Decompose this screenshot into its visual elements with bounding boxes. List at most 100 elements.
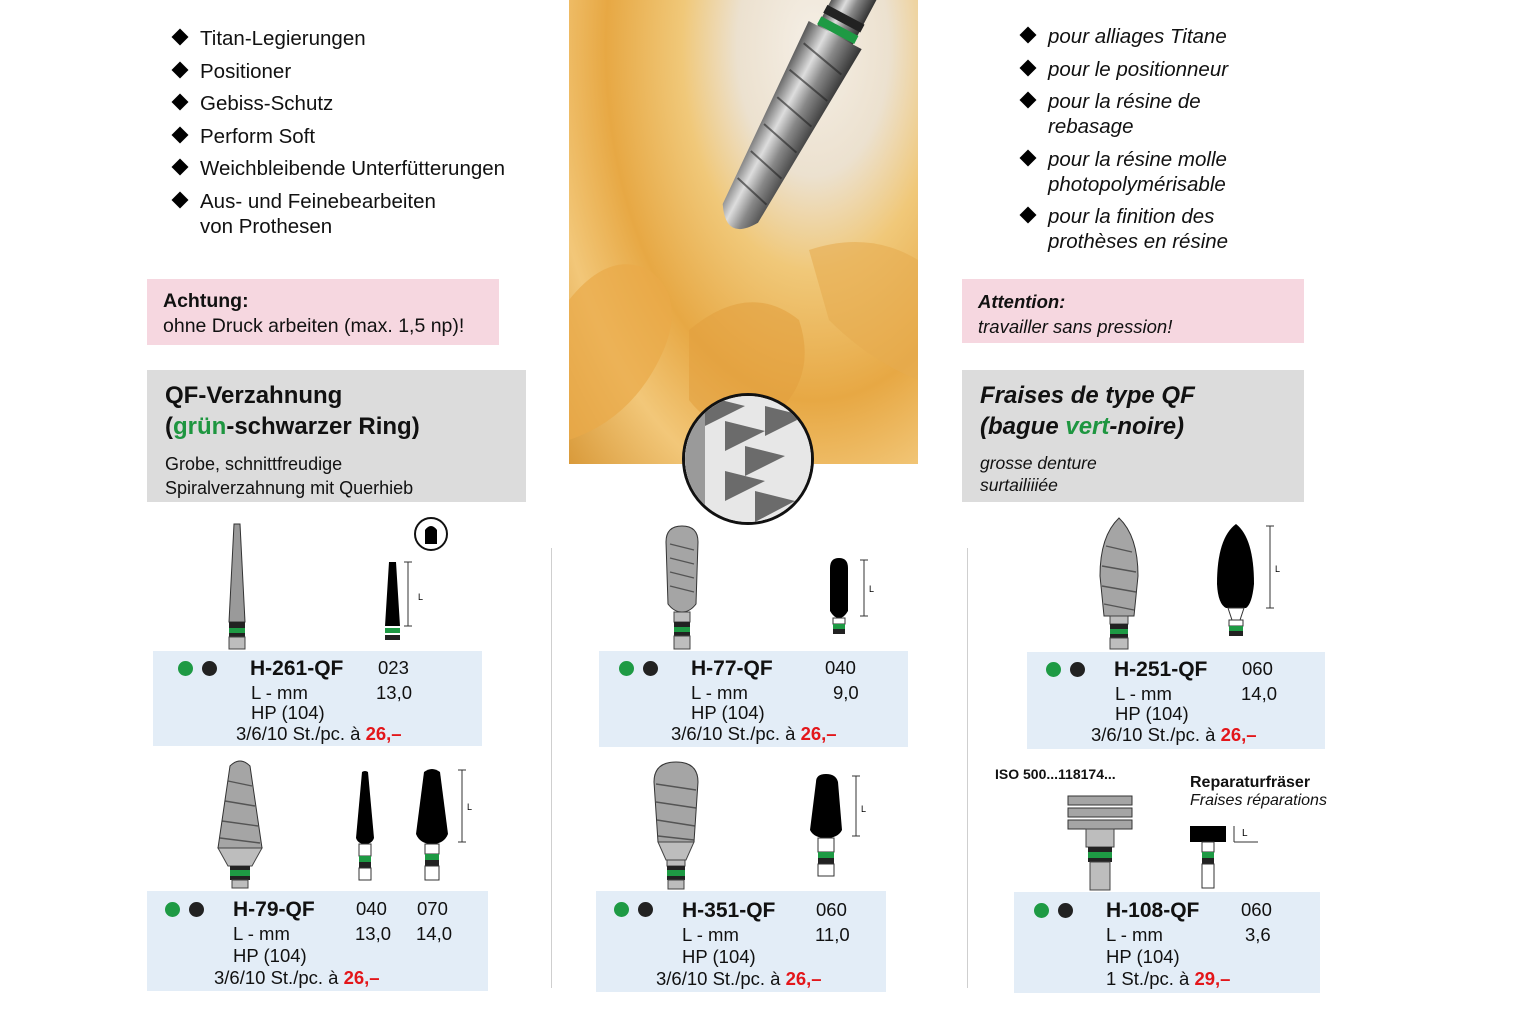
product-length: 14,0 bbox=[416, 923, 453, 944]
green-ring-dot-icon bbox=[178, 661, 193, 676]
green-ring-dot-icon bbox=[165, 902, 180, 917]
warning-title: Attention: bbox=[978, 291, 1066, 312]
feature-list-fr: pour alliages Titane pour le positionneu… bbox=[1019, 24, 1260, 262]
product-length: 13,0 bbox=[376, 682, 413, 703]
diamond-bullet-icon bbox=[171, 61, 189, 78]
pack-info: 1 St./pc. à 29,– bbox=[1106, 968, 1231, 989]
section-title-ring: (bague vert-noire) bbox=[980, 413, 1185, 440]
price: 26,– bbox=[365, 723, 402, 744]
feature-item: pour alliages Titane bbox=[1019, 24, 1260, 49]
diamond-bullet-icon bbox=[171, 93, 189, 111]
product-length: 14,0 bbox=[1241, 683, 1278, 704]
feature-item: pour la résine molle photopolymérisable bbox=[1019, 147, 1273, 197]
bur-silhouette-h251: L bbox=[1217, 524, 1280, 636]
black-ring-dot-icon bbox=[1070, 662, 1085, 677]
bur-illustration-h108 bbox=[1067, 795, 1133, 891]
section-title: QF-Verzahnung bbox=[165, 382, 343, 409]
product-length: 9,0 bbox=[833, 682, 859, 703]
bur-silhouette-h77: L bbox=[830, 558, 874, 634]
pack-info: 3/6/10 St./pc. à 26,– bbox=[656, 968, 822, 989]
shank-type: HP (104) bbox=[682, 946, 756, 967]
section-title: Fraises de type QF bbox=[980, 382, 1195, 409]
diamond-bullet-icon bbox=[1019, 91, 1037, 109]
price: 26,– bbox=[343, 967, 380, 988]
bur-illustration-h251 bbox=[1099, 517, 1139, 650]
bur-illustration-h79 bbox=[217, 760, 263, 889]
bur-illustration-h351 bbox=[653, 761, 699, 890]
product-size: 060 bbox=[1242, 658, 1273, 679]
diamond-bullet-icon bbox=[171, 158, 189, 176]
black-ring-dot-icon bbox=[189, 902, 204, 917]
green-ring-dot-icon bbox=[1046, 662, 1061, 677]
column-divider bbox=[967, 548, 968, 988]
black-ring-dot-icon bbox=[202, 661, 217, 676]
black-ring-dot-icon bbox=[1058, 903, 1073, 918]
product-card-h251: H-251-QF 060 L - mm 14,0 HP (104) 3/6/10… bbox=[1027, 652, 1325, 749]
price: 26,– bbox=[785, 968, 822, 989]
length-label: L - mm bbox=[691, 682, 748, 703]
product-photo bbox=[569, 0, 918, 464]
length-dimension-label: L bbox=[467, 802, 472, 812]
shank-type: HP (104) bbox=[1115, 703, 1189, 724]
product-size: 060 bbox=[1241, 899, 1272, 920]
black-ring-dot-icon bbox=[638, 902, 653, 917]
product-code: H-77-QF bbox=[691, 657, 773, 680]
warning-box-fr: Attention: travailler sans pression! bbox=[962, 279, 1304, 343]
product-length: 3,6 bbox=[1245, 924, 1271, 945]
feature-item: pour la résine de rebasage bbox=[1019, 89, 1238, 139]
product-card-h261: H-261-QF 023 L - mm 13,0 HP (104) 3/6/10… bbox=[153, 651, 482, 746]
green-ring-dot-icon bbox=[1034, 903, 1049, 918]
shank-type: HP (104) bbox=[251, 702, 325, 723]
product-code: H-351-QF bbox=[682, 899, 776, 922]
pack-info: 3/6/10 St./pc. à 26,– bbox=[1091, 724, 1257, 745]
section-title-ring: (grün-schwarzer Ring) bbox=[165, 413, 420, 440]
shank-type: HP (104) bbox=[1106, 946, 1180, 967]
bur-silhouette-h261: L bbox=[385, 561, 423, 640]
diamond-bullet-icon bbox=[1019, 206, 1037, 224]
price: 29,– bbox=[1194, 968, 1231, 989]
pack-info: 3/6/10 St./pc. à 26,– bbox=[236, 723, 402, 744]
tooth-detail-magnifier bbox=[682, 393, 814, 525]
diamond-bullet-icon bbox=[171, 191, 189, 208]
length-label: L - mm bbox=[233, 923, 290, 944]
product-size: 023 bbox=[378, 657, 409, 678]
length-label: L - mm bbox=[1106, 924, 1163, 945]
feature-item: Gebiss-Schutz bbox=[171, 91, 532, 116]
warning-text: ohne Druck arbeiten (max. 1,5 np)! bbox=[163, 315, 465, 337]
shank-type: HP (104) bbox=[233, 945, 307, 966]
green-ring-dot-icon bbox=[614, 902, 629, 917]
product-code: H-79-QF bbox=[233, 898, 315, 921]
length-label: L - mm bbox=[251, 682, 308, 703]
product-code: H-108-QF bbox=[1106, 899, 1200, 922]
product-card-h108: H-108-QF 060 L - mm 3,6 HP (104) 1 St./p… bbox=[1014, 892, 1320, 993]
green-ring-dot-icon bbox=[619, 661, 634, 676]
product-size: 070 bbox=[417, 898, 448, 919]
length-label: L - mm bbox=[682, 924, 739, 945]
diamond-bullet-icon bbox=[1019, 59, 1037, 76]
length-label: L - mm bbox=[1115, 683, 1172, 704]
feature-item: pour la finition des prothèses en résine bbox=[1019, 204, 1273, 254]
product-code: H-251-QF bbox=[1114, 658, 1208, 681]
price: 26,– bbox=[1220, 724, 1257, 745]
diamond-bullet-icon bbox=[1019, 26, 1037, 44]
tooth-profile-icon bbox=[685, 396, 811, 522]
feature-item: Perform Soft bbox=[171, 124, 532, 149]
length-dimension-label: L bbox=[861, 804, 866, 814]
feature-item: Titan-Legierungen bbox=[171, 26, 532, 51]
length-dimension-label: L bbox=[869, 584, 874, 594]
feature-item: Weichbleibende Unterfütterungen bbox=[171, 156, 532, 181]
price: 26,– bbox=[800, 723, 837, 744]
product-card-h77: H-77-QF 040 L - mm 9,0 HP (104) 3/6/10 S… bbox=[599, 651, 908, 747]
column-divider bbox=[551, 548, 552, 988]
product-size: 040 bbox=[356, 898, 387, 919]
bur-illustration-h261 bbox=[228, 523, 246, 650]
product-code: H-261-QF bbox=[250, 657, 344, 680]
product-size: 060 bbox=[816, 899, 847, 920]
diamond-bullet-icon bbox=[171, 126, 189, 143]
diamond-bullet-icon bbox=[171, 28, 189, 46]
iso-number: ISO 500...118174... bbox=[995, 766, 1116, 782]
product-size: 040 bbox=[825, 657, 856, 678]
diamond-bullet-icon bbox=[1019, 149, 1037, 166]
